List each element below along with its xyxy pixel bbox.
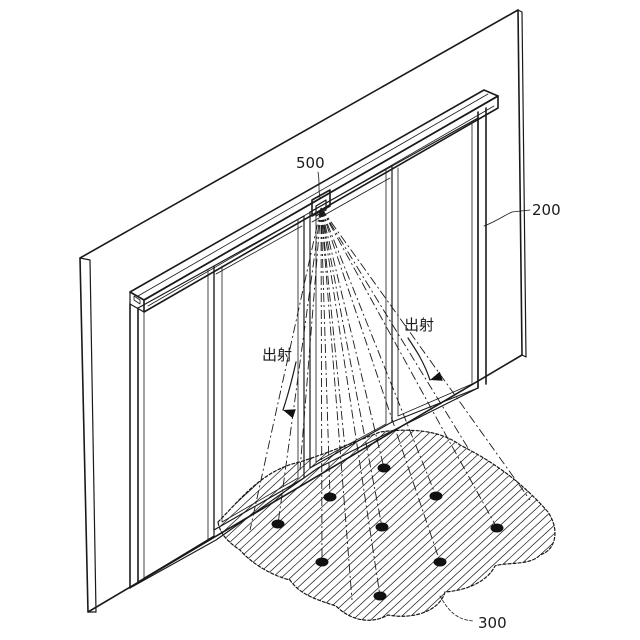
hatch-line <box>511 400 640 640</box>
hatch-line <box>583 400 640 640</box>
hatch-line <box>88 400 348 640</box>
hatch-line <box>556 400 640 640</box>
hatch-line <box>538 400 640 640</box>
hatch-line <box>601 400 640 640</box>
hatch-line <box>529 400 640 640</box>
hatch-line <box>349 400 609 640</box>
door-header-rail <box>130 90 498 312</box>
label-ref-wall: 200 <box>532 201 561 219</box>
hatch-line <box>376 400 636 640</box>
hatch-line <box>70 400 330 640</box>
hatch-line <box>385 400 640 640</box>
hatch-line <box>358 400 618 640</box>
hatch-line <box>97 400 357 640</box>
hatch-line <box>52 400 312 640</box>
emission-arrow-left <box>283 362 296 410</box>
emission-beam <box>321 208 384 468</box>
hatch-line <box>115 400 375 640</box>
hatch-line <box>304 400 564 640</box>
emission-beam <box>278 208 321 524</box>
hatch-line <box>628 400 640 640</box>
emission-beam-edge <box>321 208 468 448</box>
hatch-line <box>178 400 438 640</box>
hatch-line <box>295 400 555 640</box>
sliding-door-frame <box>130 108 486 588</box>
detection-spot <box>374 592 386 600</box>
door-panel-left <box>138 266 214 582</box>
detection-spot <box>272 520 284 528</box>
hatch-line <box>421 400 640 640</box>
hatch-line <box>196 400 456 640</box>
hatch-line <box>592 400 640 640</box>
hatch-line <box>7 400 267 640</box>
emission-beam <box>321 208 382 527</box>
hatch-line <box>475 400 640 640</box>
hatch-line <box>340 400 600 640</box>
hatch-line <box>286 400 546 640</box>
detection-spot <box>316 558 328 566</box>
detection-spot <box>378 464 390 472</box>
emission-beam-edge <box>321 208 352 600</box>
hatch-line <box>484 400 640 640</box>
hatch-line <box>160 400 420 640</box>
hatch-line <box>16 400 276 640</box>
emission-beam <box>321 208 380 596</box>
detection-spot <box>376 523 388 531</box>
hatch-line <box>133 400 393 640</box>
hatch-line <box>448 400 640 640</box>
emission-beams <box>250 208 530 600</box>
hatch-line <box>520 400 640 640</box>
hatch-line <box>142 400 402 640</box>
hatch-line <box>0 400 240 640</box>
door-panel-right <box>392 118 478 422</box>
hatch-line <box>79 400 339 640</box>
emission-beam <box>321 208 497 528</box>
hatch-line <box>43 400 303 640</box>
label-ref-floor-zone: 300 <box>478 614 507 632</box>
emission-beam <box>321 208 322 562</box>
detection-spot <box>324 493 336 501</box>
detection-spot <box>430 492 442 500</box>
hatch-line <box>124 400 384 640</box>
hatch-line <box>0 400 249 640</box>
hatch-line <box>403 400 640 640</box>
label-emit-right: 出射 <box>404 316 434 334</box>
hatch-line <box>439 400 640 640</box>
detection-spot <box>491 524 503 532</box>
label-emit-left: 出射 <box>262 346 292 364</box>
hatch-line <box>466 400 640 640</box>
hatch-line <box>25 400 285 640</box>
hatch-line <box>394 400 640 640</box>
emission-arrow-right <box>408 338 430 380</box>
hatch-line <box>34 400 294 640</box>
hatch-line <box>367 400 627 640</box>
hatch-line <box>574 400 640 640</box>
label-ref-sensor: 500 <box>296 154 325 172</box>
hatch-line <box>106 400 366 640</box>
hatch-line <box>610 400 640 640</box>
hatch-line <box>502 400 640 640</box>
hatch-line <box>322 400 582 640</box>
hatch-line <box>547 400 640 640</box>
hatch-line <box>565 400 640 640</box>
hatch-line <box>250 400 510 640</box>
detection-spot <box>434 558 446 566</box>
hatch-line <box>619 400 640 640</box>
